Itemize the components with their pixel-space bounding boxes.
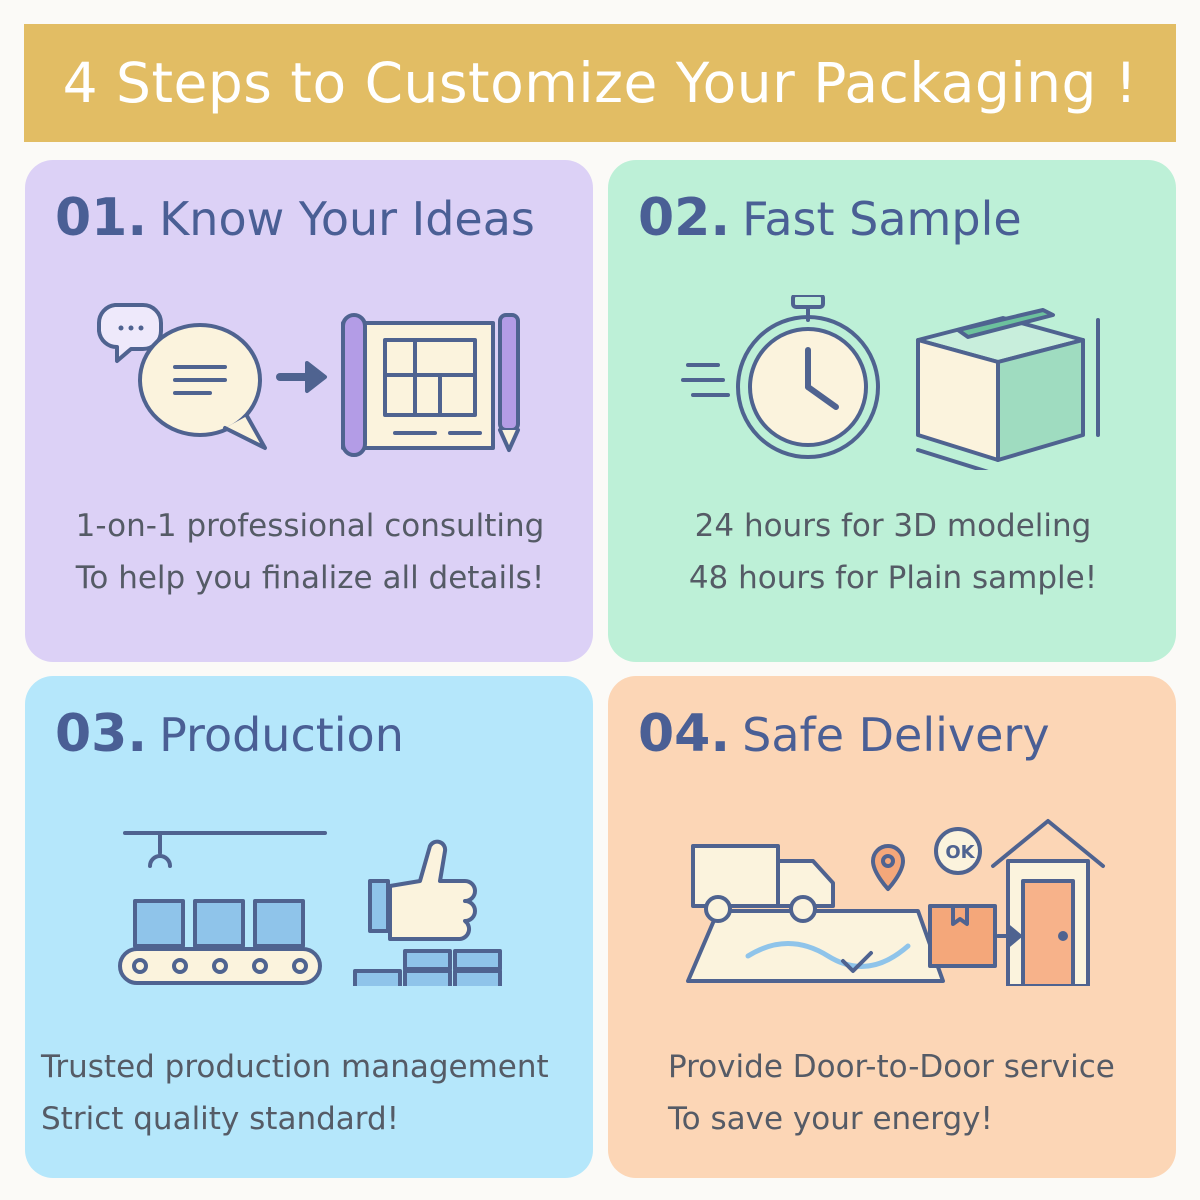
step-heading: 03.Production (55, 704, 404, 764)
step-title: Safe Delivery (742, 708, 1050, 762)
step-2-illustration (681, 295, 1100, 470)
step-number: 04. (638, 704, 731, 764)
step-description: Provide Door-to-Door service To save you… (668, 1041, 1158, 1145)
step-number: 01. (55, 188, 148, 248)
step-number: 03. (55, 704, 148, 764)
description-line: Provide Door-to-Door service (668, 1049, 1115, 1085)
step-title: Know Your Ideas (159, 192, 535, 246)
step-title: Production (159, 708, 404, 762)
description-line: 1-on-1 professional consulting (75, 508, 545, 544)
arrow-right-icon (276, 361, 327, 393)
pen-icon (498, 313, 520, 452)
step-heading: 04.Safe Delivery (638, 704, 1050, 764)
step-description: 24 hours for 3D modeling 48 hours for Pl… (638, 500, 1148, 604)
truck-map-icon (686, 844, 945, 983)
svg-text:OK: OK (945, 842, 975, 863)
title-banner: 4 Steps to Customize Your Packaging ! (24, 24, 1176, 142)
description-line: Trusted production management (41, 1049, 549, 1085)
ok-badge-icon (934, 827, 982, 875)
step-1-illustration (96, 303, 520, 457)
step-number: 02. (638, 188, 731, 248)
description-line: To help you finalize all details! (75, 560, 545, 596)
step-card-4: 04.Safe Delivery OK Pr (608, 676, 1176, 1178)
blueprint-icon (341, 313, 495, 457)
bricks-icon (353, 949, 502, 986)
step-card-1: 01.Know Your Ideas 1-on-1 professional c… (25, 160, 593, 662)
description-line: Strict quality standard! (41, 1101, 400, 1137)
step-description: 1-on-1 professional consulting To help y… (55, 500, 565, 604)
house-door-icon (991, 819, 1105, 986)
step-3-illustration (118, 831, 502, 986)
step-card-2: 02.Fast Sample 24 hours for 3D modeling … (608, 160, 1176, 662)
box-icon (916, 308, 1100, 470)
chat-bubbles-icon (96, 303, 267, 450)
step-heading: 02.Fast Sample (638, 188, 1022, 248)
description-line: To save your energy! (668, 1101, 993, 1137)
step-heading: 01.Know Your Ideas (55, 188, 535, 248)
stopwatch-icon (681, 295, 880, 459)
thumbs-up-icon (368, 839, 477, 941)
parcel-icon (928, 904, 1022, 968)
step-4-illustration (686, 819, 1105, 986)
step-title: Fast Sample (742, 192, 1022, 246)
ok-label-icon: OK (945, 842, 975, 863)
step-card-3: 03.Production Trusted production managem… (25, 676, 593, 1178)
conveyor-belt-icon (118, 831, 327, 985)
description-line: 24 hours for 3D modeling (694, 508, 1092, 544)
description-line: 48 hours for Plain sample! (688, 560, 1098, 596)
page-title: 4 Steps to Customize Your Packaging ! (62, 51, 1138, 115)
step-description: Trusted production management Strict qua… (41, 1041, 581, 1145)
